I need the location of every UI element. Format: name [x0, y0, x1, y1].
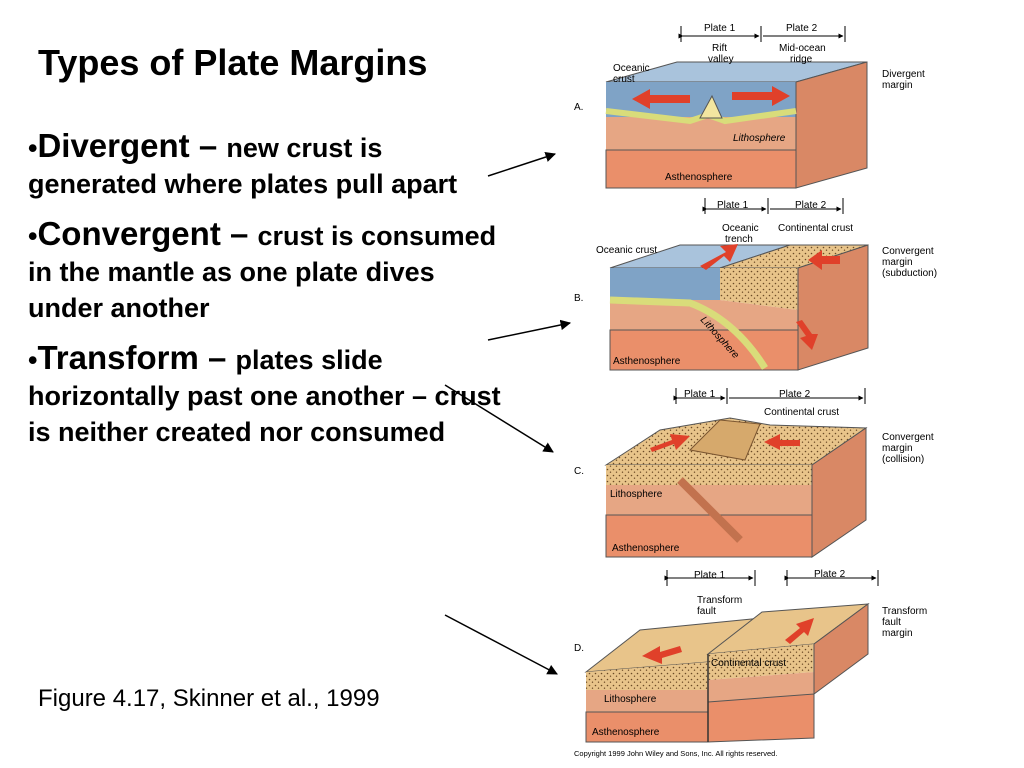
pointer-arrow-subduction	[487, 319, 572, 341]
slide-arrow-left	[642, 646, 682, 664]
lithosphere-front	[606, 485, 812, 515]
collision-arrow-left	[650, 434, 690, 452]
bullet-text: plates slide horizontally past one anoth…	[28, 345, 501, 447]
bullet-marker: •	[28, 221, 38, 251]
figure-caption: Figure 4.17, Skinner et al., 1999	[38, 685, 380, 712]
subducting-slab	[609, 296, 768, 370]
collision-arrow-right	[764, 434, 800, 450]
lithosphere-label: Lithosphere	[610, 489, 663, 500]
plate1-crust-front	[586, 662, 708, 690]
plate1-label: Plate 1	[704, 23, 736, 34]
mountain-belt	[688, 419, 761, 461]
oceanic-crust-label: Oceanic crust	[596, 245, 657, 256]
plate2-astheno-front	[707, 693, 815, 743]
bullet-marker: •	[28, 133, 38, 163]
convergence-arrow-right	[808, 250, 840, 270]
ocean-front	[610, 268, 720, 300]
subducted-slab	[677, 477, 743, 543]
bullet-transform: •Transform – plates slide horizontally p…	[28, 340, 510, 450]
plate1-litho-front	[586, 690, 708, 712]
plate2-crust-front	[708, 644, 814, 680]
copyright-notice: Copyright 1999 John Wiley and Sons, Inc.…	[574, 749, 777, 758]
continental-crust-label: Continental crust	[764, 407, 839, 418]
asthenosphere-label: Asthenosphere	[592, 727, 660, 738]
plate2-label: Plate 2	[786, 23, 818, 34]
lithosphere-front	[610, 300, 798, 330]
bullet-text: new crust is generated where plates pull…	[28, 133, 458, 199]
term-dash: –	[189, 127, 227, 164]
term-dash: –	[198, 339, 236, 376]
convergence-arrow-left	[700, 244, 738, 270]
continent-front	[606, 465, 812, 485]
bullet-convergent: •Convergent – crust is consumed in the m…	[28, 216, 510, 326]
plate2-side	[813, 603, 869, 695]
panel-letter-b: B.	[574, 293, 583, 304]
term-divergent: Divergent	[37, 127, 190, 164]
asthenosphere-label: Asthenosphere	[665, 172, 733, 183]
block-side	[811, 427, 867, 558]
pointer-arrow-collision	[444, 384, 554, 453]
slide-title: Types of Plate Margins	[38, 42, 428, 83]
ocean-front	[606, 82, 796, 117]
plate1-label: Plate 1	[684, 389, 716, 400]
panel-letter-a: A.	[574, 102, 583, 113]
asthenosphere-label: Asthenosphere	[612, 543, 680, 554]
slide-arrow-right	[785, 618, 814, 644]
bullet-marker: •	[28, 345, 38, 375]
bullet-text: crust is consumed in the mantle as one p…	[28, 221, 497, 323]
panel-letter-d: D.	[574, 643, 584, 654]
panel-subduction: B. Plate 1 Plate 2 Oceanic crust Oceanic…	[574, 198, 937, 371]
plate1-label: Plate 1	[717, 200, 749, 211]
lithosphere-front	[606, 117, 796, 150]
pointer-arrow-divergent	[487, 151, 556, 177]
term-convergent: Convergent	[37, 215, 221, 252]
block-side	[795, 61, 868, 189]
rift-valley	[699, 94, 723, 119]
bullet-list: •Divergent – new crust is generated wher…	[28, 128, 510, 464]
plate2-label: Plate 2	[814, 569, 846, 580]
term-transform: Transform	[37, 339, 199, 376]
continental-crust-label: Continental crust	[778, 223, 853, 234]
asthenosphere-label: Asthenosphere	[613, 356, 681, 367]
continent-front	[720, 268, 798, 310]
lithosphere-label: Lithosphere	[604, 694, 657, 705]
panel-letter-c: C.	[574, 466, 584, 477]
lithosphere-label: Lithosphere	[733, 133, 786, 144]
plate2-litho-front	[708, 672, 814, 702]
bullet-divergent: •Divergent – new crust is generated wher…	[28, 128, 510, 202]
plate1-label: Plate 1	[694, 570, 726, 581]
pointer-arrow-transform	[444, 614, 558, 675]
spreading-arrow-right	[732, 86, 790, 106]
plate2-label: Plate 2	[795, 200, 827, 211]
term-dash: –	[220, 215, 258, 252]
sinking-arrow	[796, 320, 818, 350]
spreading-arrow-left	[632, 89, 690, 109]
panel-collision: C. Plate 1 Plate 2 Continental crust Lit…	[574, 388, 934, 558]
plate2-label: Plate 2	[779, 389, 811, 400]
continental-crust-label: Continental crust	[711, 658, 786, 669]
